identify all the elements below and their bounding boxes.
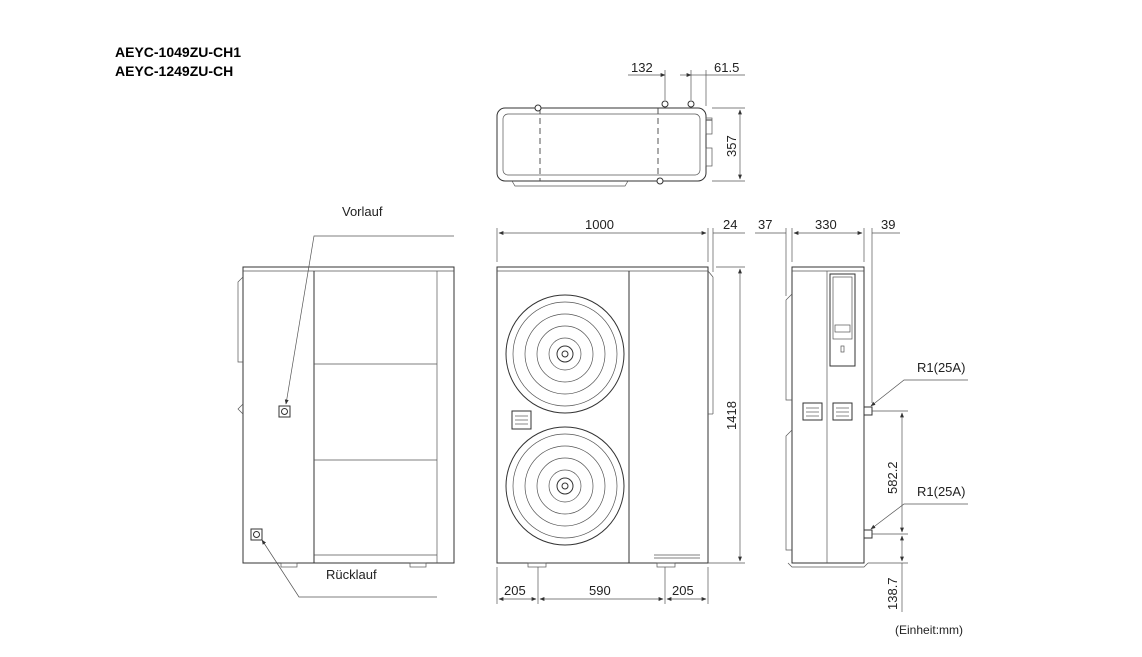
dim-24: 24 [723,217,737,232]
model-name-2: AEYC-1249ZU-CH [115,63,233,79]
dim-37: 37 [758,217,772,232]
label-return: Rücklauf [326,567,377,582]
dim-590: 590 [589,583,611,598]
label-connection-top: R1(25A) [917,360,965,375]
dim-330: 330 [815,217,837,232]
top-view: 132 61.5 357 [496,60,745,187]
label-connection-bottom: R1(25A) [917,484,965,499]
dim-205-right: 205 [672,583,694,598]
dim-357: 357 [724,135,739,157]
left-view: Vorlauf Rücklauf [237,204,455,598]
dim-582-2: 582.2 [885,461,900,494]
dim-1000: 1000 [585,217,614,232]
dim-138-7: 138.7 [885,577,900,610]
model-name-1: AEYC-1049ZU-CH1 [115,44,241,60]
dim-132: 132 [631,60,653,75]
label-flow: Vorlauf [342,204,383,219]
dim-205-left: 205 [504,583,526,598]
dim-1418: 1418 [724,401,739,430]
side-view: 37 330 39 R1(25A) R1(25A) 582.2 138.7 [755,217,968,612]
front-view: 1000 24 1418 205 590 205 [496,217,745,604]
dim-61-5: 61.5 [714,60,739,75]
dim-39: 39 [881,217,895,232]
unit-note: (Einheit:mm) [895,623,963,637]
